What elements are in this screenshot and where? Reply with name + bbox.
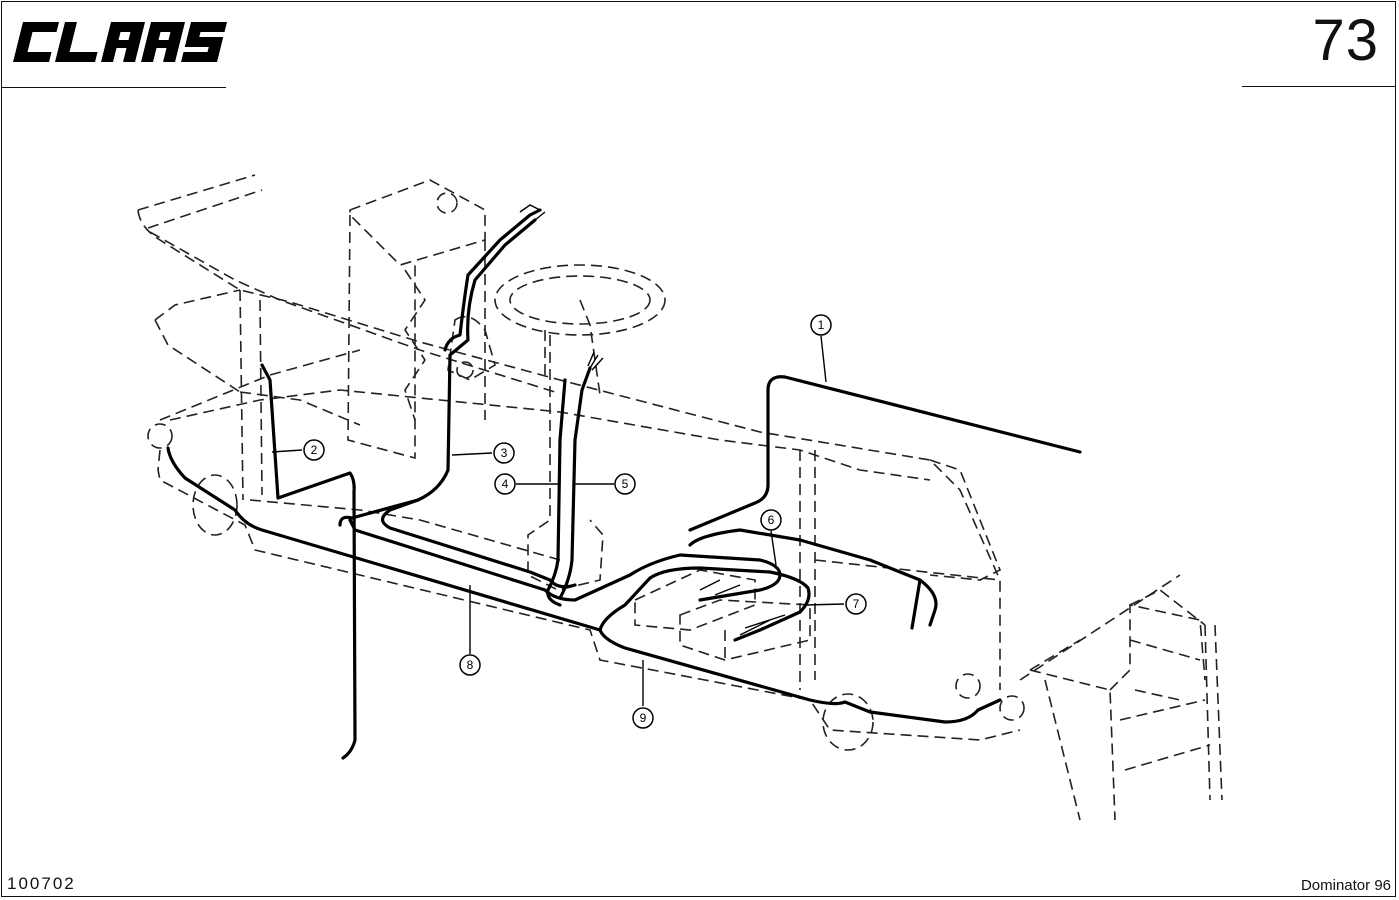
document-id: 100702 — [7, 874, 76, 893]
claas-logo — [13, 22, 228, 62]
callout-4: 4 — [494, 473, 516, 495]
callout-8: 8 — [459, 654, 481, 676]
cab-outline — [137, 174, 1223, 821]
callout-1-label: 1 — [818, 318, 825, 332]
callout-7: 7 — [845, 593, 867, 615]
callout-2: 2 — [303, 439, 325, 461]
callout-8-label: 8 — [467, 658, 474, 672]
callout-5-label: 5 — [622, 477, 629, 491]
callout-2-label: 2 — [311, 443, 318, 457]
page-number-underline — [1242, 86, 1396, 87]
callout-4-label: 4 — [502, 477, 509, 491]
callout-5: 5 — [614, 473, 636, 495]
logo-underline — [2, 87, 226, 88]
callout-leaders — [271, 335, 845, 706]
callout-9: 9 — [632, 707, 654, 729]
harness-cables — [166, 204, 1082, 760]
callout-6-label: 6 — [768, 513, 775, 527]
callout-7-label: 7 — [853, 597, 860, 611]
callout-1: 1 — [810, 314, 832, 336]
callout-9-label: 9 — [640, 711, 647, 725]
model-name: Dominator 96 — [1300, 877, 1391, 894]
page-number: 73 — [1312, 8, 1379, 73]
callout-3-label: 3 — [501, 446, 508, 460]
callout-6: 6 — [760, 509, 782, 531]
callout-3: 3 — [493, 442, 515, 464]
